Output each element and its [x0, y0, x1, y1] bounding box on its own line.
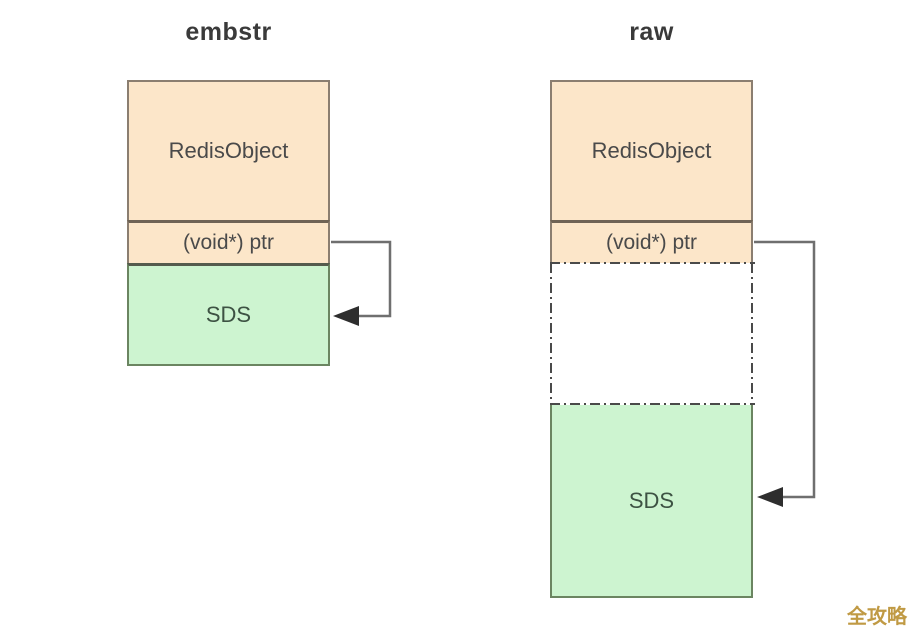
raw-redisobject-cell: RedisObject: [550, 80, 753, 220]
raw-pointer-arrow-line: [754, 240, 816, 499]
embstr-redisobject-cell: RedisObject: [127, 80, 330, 220]
raw-sds-cell: SDS: [550, 405, 753, 598]
embstr-pointer-arrow-line: [331, 240, 392, 318]
raw-memory-gap: [550, 263, 753, 405]
embstr-column-title: embstr: [185, 18, 272, 46]
embstr-sds-cell: SDS: [127, 263, 330, 366]
embstr-pointer-arrowhead: [333, 306, 359, 326]
watermark-text: 全攻略: [847, 606, 907, 628]
raw-pointer-arrowhead: [757, 487, 783, 507]
raw-ptr-cell: (void*) ptr: [550, 220, 753, 263]
embstr-ptr-cell: (void*) ptr: [127, 220, 330, 263]
raw-column-title: raw: [629, 18, 674, 46]
